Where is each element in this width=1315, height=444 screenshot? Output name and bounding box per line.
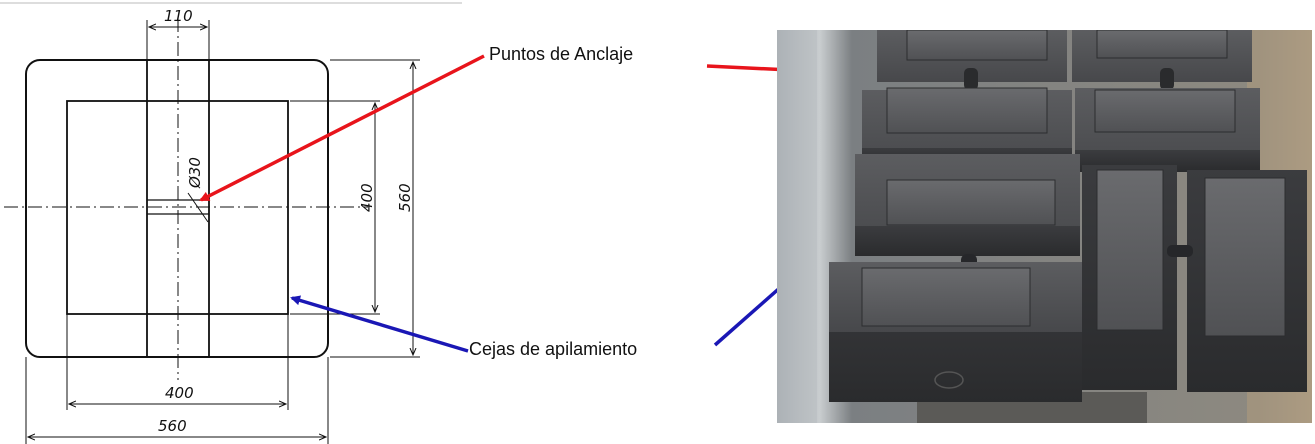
weight-block-front-left-upper <box>855 154 1080 256</box>
dim-outer-height: 560 <box>396 183 414 212</box>
dim-hole-diameter: Ø30 <box>186 157 204 189</box>
dim-inner-width: 400 <box>165 384 194 402</box>
stacking-lips-label: Cejas de apilamiento <box>469 339 638 359</box>
weight-block-right-stack <box>1082 165 1307 392</box>
anchor-arrow-drawing <box>199 54 485 202</box>
dim-outer-width: 560 <box>158 417 187 435</box>
dim-inner-height: 400 <box>358 183 376 212</box>
outer-outline <box>25 59 329 358</box>
weight-block-mid-right <box>1075 88 1260 172</box>
anchor-points-label: Puntos de Anclaje <box>489 44 634 64</box>
weight-block-back-right <box>1072 30 1252 82</box>
weights-photo <box>777 30 1312 423</box>
dim-top-width: 110 <box>164 7 193 25</box>
stack-arrow-drawing <box>290 295 469 353</box>
weight-block-back-left <box>877 30 1067 82</box>
weight-block-front-bottom <box>829 262 1082 402</box>
